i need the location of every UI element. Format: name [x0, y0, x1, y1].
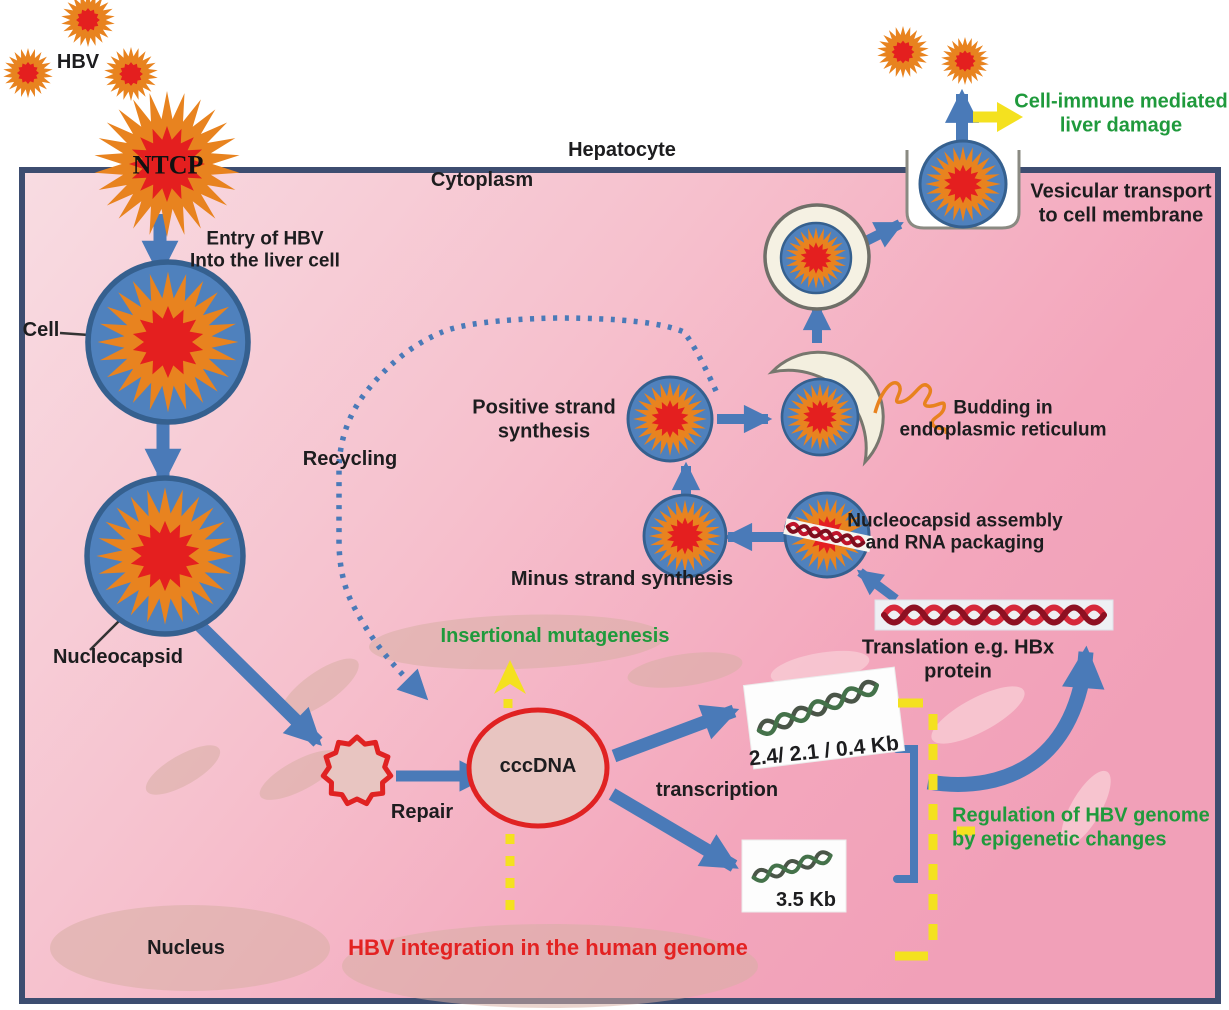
regulation-line2: by epigenetic changes: [952, 828, 1167, 850]
entry-label: Entry of HBV Into the liver cell: [190, 229, 340, 274]
cccdna-icon: [466, 707, 610, 829]
hbv-virion-icon: [3, 48, 53, 98]
assembly-line1: Nucleocapsid assembly: [847, 510, 1063, 532]
hbv-label: HBV: [56, 51, 100, 74]
cell-label: Cell: [22, 319, 60, 342]
nucleocapsid-icon: [84, 475, 246, 637]
viral-protein-squiggle-icon: [873, 381, 948, 435]
nucleus-label: Nucleus: [147, 937, 225, 960]
nucleus-chromatin-ellipses: [50, 614, 758, 1008]
translation-swoosh-arrow: [926, 645, 1105, 792]
ntcp-receptor-icon: [94, 91, 240, 237]
cell-immune-line1: Cell-immune mediated: [1014, 90, 1228, 113]
assembly-label: Nucleocapsid assembly and RNA packaging: [847, 511, 1062, 556]
virus-particles: [3, 0, 1008, 637]
dna-helix-icon: [751, 850, 833, 880]
insertional-label: Insertional mutagenesis: [440, 625, 670, 648]
transcription-arrow-up: [611, 704, 740, 763]
immune-arrow-icon: [973, 102, 1023, 132]
assembly-line2: and RNA packaging: [865, 533, 1045, 554]
hepatocyte-label: Hepatocyte: [568, 139, 676, 162]
repair-label: Repair: [390, 801, 454, 824]
minus-strand-label: Minus strand synthesis: [510, 568, 734, 591]
entry-label-line2: Into the liver cell: [190, 251, 340, 272]
translation-label: Translation e.g. HBx protein: [862, 636, 1054, 683]
vesicular-line1: Vesicular transport: [1030, 180, 1212, 203]
mrna-card-large: [741, 839, 847, 913]
budding-line2: endoplasmic reticulum: [899, 420, 1107, 441]
entry-label-line1: Entry of HBV: [206, 228, 324, 250]
positive-strand-label: Positive strand synthesis: [472, 396, 615, 443]
minus-strand-virus-icon: [642, 493, 728, 579]
released-virion-icon: [941, 37, 989, 85]
kb-large-label: 3.5 Kb: [775, 889, 837, 912]
vesicular-line2: to cell membrane: [1038, 204, 1204, 226]
transcripts-bracket: [893, 745, 918, 883]
vesicle-virus-icon: [779, 221, 853, 295]
regulation-line1: Regulation of HBV genome: [952, 804, 1210, 827]
positive-strand-line1: Positive strand: [472, 396, 616, 419]
yellow-annotations: [494, 102, 1023, 961]
to-nucleus-arrow: [179, 605, 323, 747]
recycling-label: Recycling: [302, 448, 398, 471]
translation-line1: Translation e.g. HBx: [861, 636, 1055, 659]
hbv-virion-icon: [104, 47, 158, 101]
budding-line1: Budding in: [953, 397, 1053, 419]
insertional-arrow-icon: [494, 660, 526, 694]
cccdna-label: cccDNA: [499, 755, 577, 778]
packaged-rna-band-icon: [783, 518, 873, 553]
budding-label: Budding in endoplasmic reticulum: [900, 398, 1107, 443]
rna-transcript-icon: [874, 599, 1114, 631]
ntcp-label: NTCP: [132, 150, 204, 180]
vesicle-to-membrane-arrow: [859, 219, 904, 248]
recycling-dotted-path: [336, 315, 719, 701]
nucleocapsid-label: Nucleocapsid: [52, 646, 184, 669]
cell-immune-line2: liver damage: [1059, 114, 1183, 136]
integration-label: HBV integration in the human genome: [348, 935, 748, 961]
cell-immune-label: Cell-immune mediated liver damage: [1014, 90, 1227, 137]
epigenetic-bracket: [895, 698, 975, 961]
regulation-label: Regulation of HBV genome by epigenetic c…: [952, 804, 1210, 851]
internalized-virus-icon: [85, 259, 251, 425]
positive-strand-virus-icon: [626, 375, 714, 463]
dna-helix-icon: [756, 679, 879, 733]
mrna-card-small: [742, 666, 906, 770]
transcription-arrow-down: [608, 788, 739, 872]
hbv-virion-icon: [61, 0, 115, 47]
exiting-virus-icon: [918, 139, 1008, 229]
rna-to-capsid-arrow: [856, 568, 899, 603]
cytoplasm-label: Cytoplasm: [430, 169, 534, 192]
vesicular-label: Vesicular transport to cell membrane: [1030, 180, 1211, 227]
released-virion-icon: [877, 26, 929, 78]
positive-strand-line2: synthesis: [497, 420, 591, 442]
budding-virus-icon: [780, 377, 860, 457]
translation-line2: protein: [924, 660, 992, 682]
transcription-label: transcription: [655, 779, 779, 802]
rcdna-icon: [320, 734, 394, 807]
